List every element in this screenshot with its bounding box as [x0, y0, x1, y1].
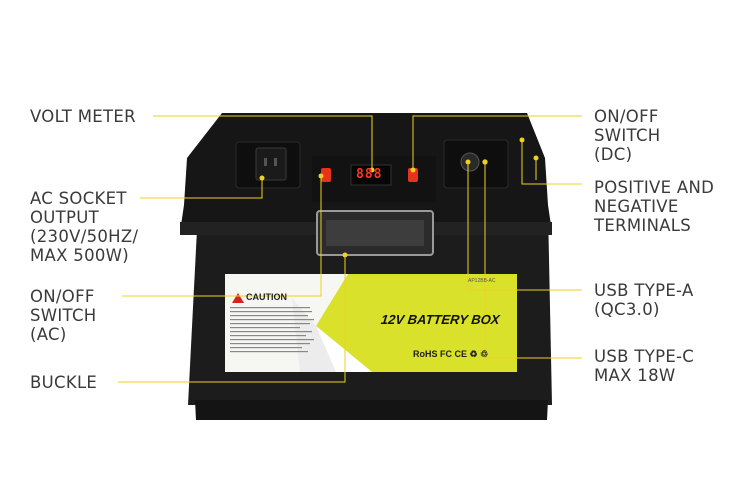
leader-lines	[118, 115, 582, 383]
model-number: AP12BB-AC	[468, 278, 496, 284]
label-usb-a: USB TYPE-A (QC3.0)	[594, 281, 694, 319]
caution-icon	[232, 293, 244, 303]
caution-text: CAUTION	[246, 292, 287, 302]
label-switch-ac: ON/OFF SWITCH (AC)	[30, 287, 97, 344]
label-usb-c: USB TYPE-C MAX 18W	[594, 347, 695, 385]
box-feet	[195, 400, 548, 420]
sticker-title: 12V BATTERY BOX	[380, 312, 501, 327]
voltmeter-reading: 888	[356, 167, 383, 182]
switch-dc	[408, 168, 418, 182]
cert-marks: RoHS FC CE ♻ ♲	[413, 349, 489, 359]
label-volt-meter: VOLT METER	[30, 107, 136, 126]
voltmeter-display	[350, 164, 392, 186]
label-terminals: POSITIVE AND NEGATIVE TERMINALS	[594, 178, 715, 235]
sticker-yellow	[316, 274, 517, 372]
switch-ac	[321, 168, 331, 182]
label-buckle: BUCKLE	[30, 373, 98, 392]
label-switch-dc: ON/OFF SWITCH (DC)	[594, 107, 661, 164]
ac-socket	[255, 147, 287, 181]
label-ac-socket: AC SOCKET OUTPUT (230V/50HZ/ MAX 500W)	[30, 189, 139, 265]
